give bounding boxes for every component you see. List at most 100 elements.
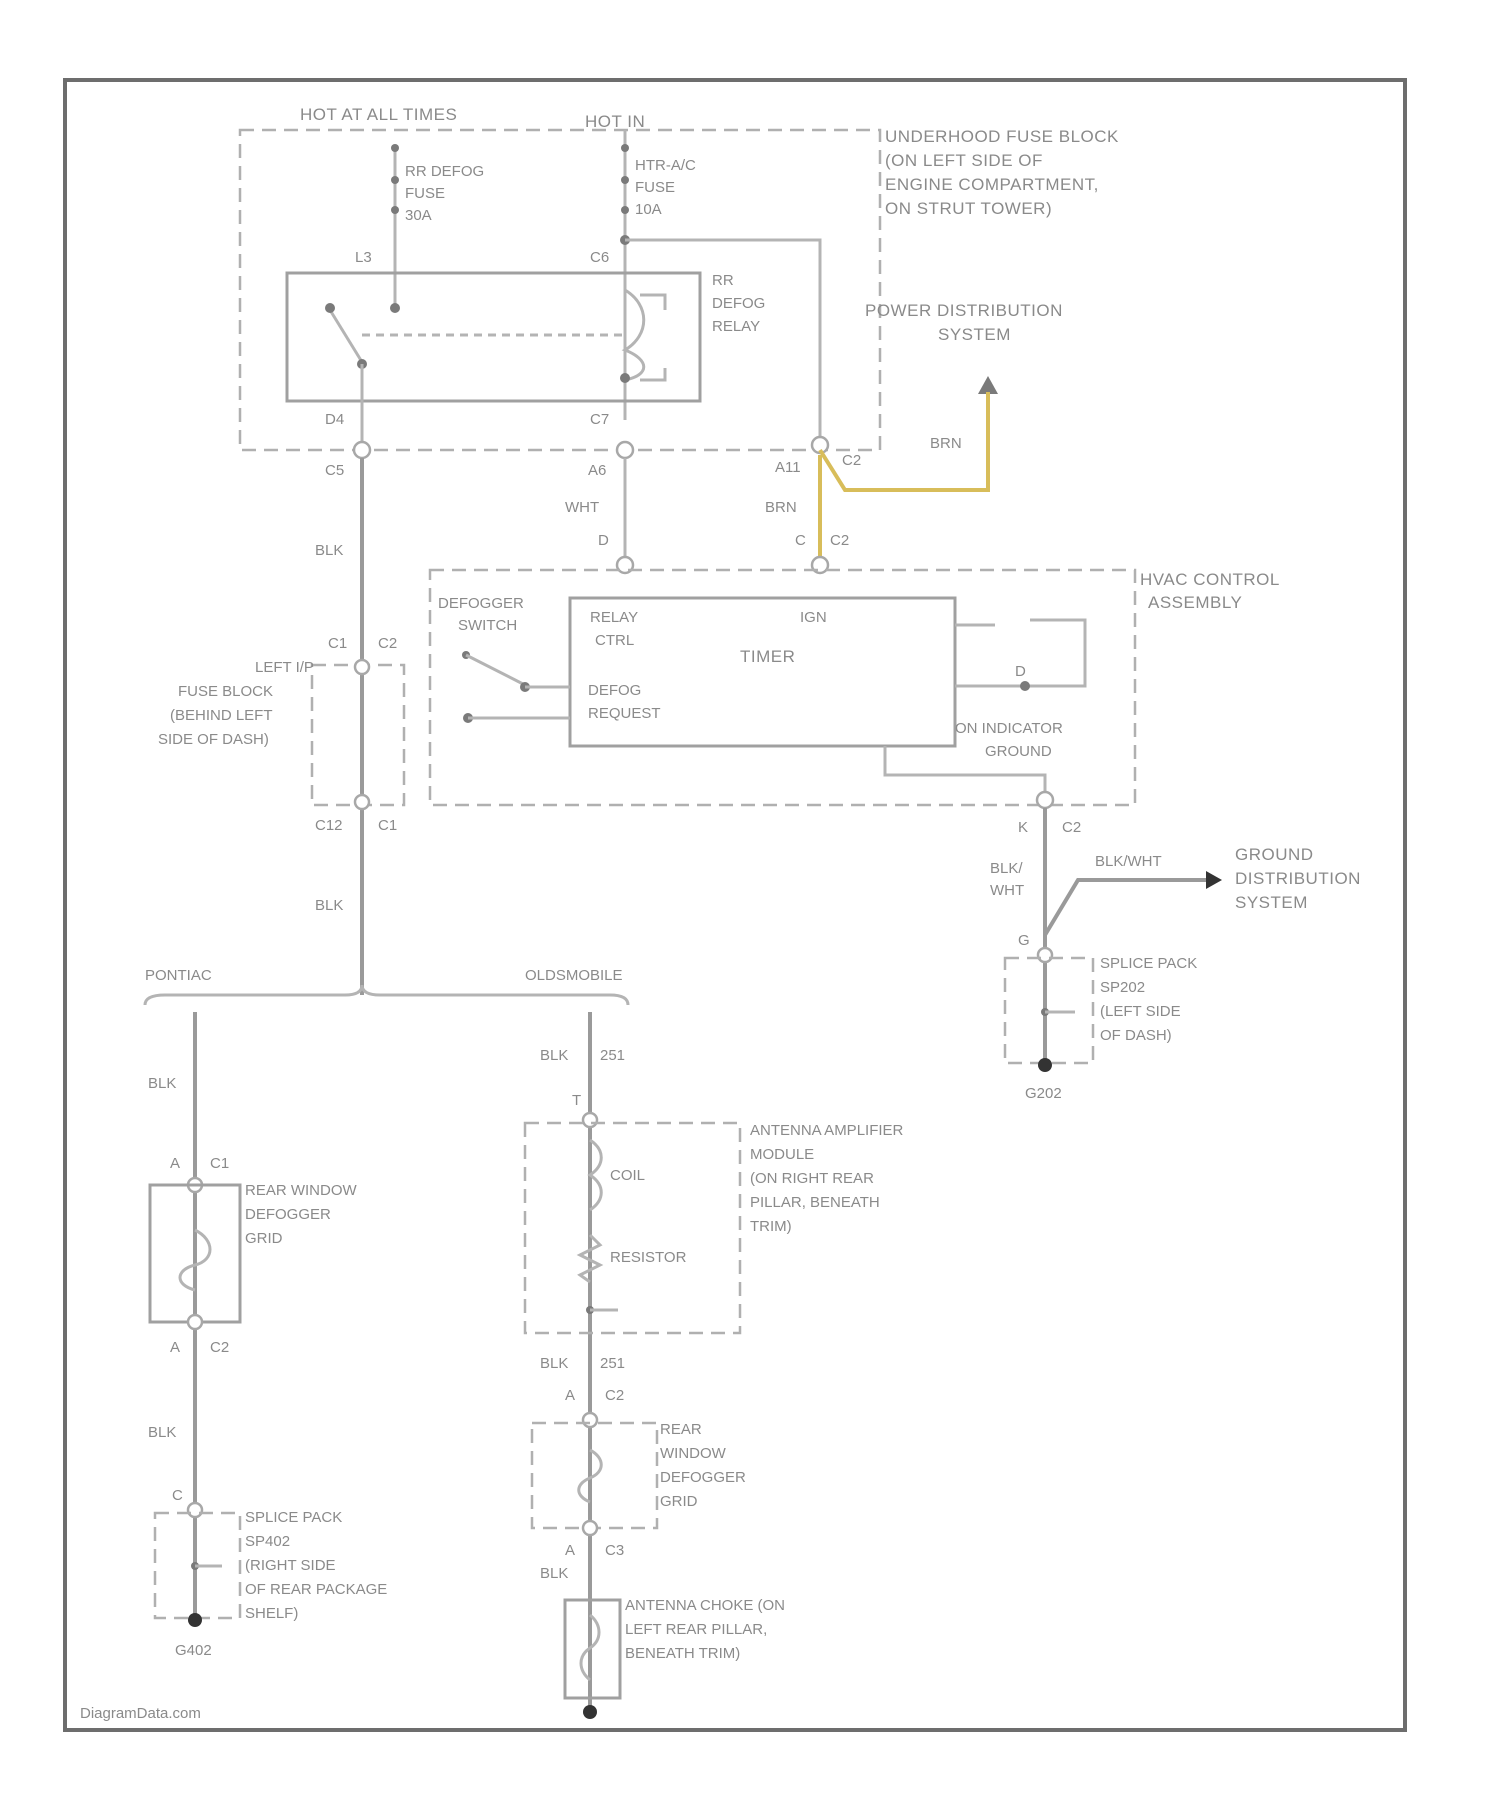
choke-label-2: LEFT REAR PILLAR, — [625, 1621, 767, 1638]
pin-a-o2: A — [565, 1542, 575, 1559]
power-distribution-arrow-icon — [978, 376, 998, 394]
pin-c1-p: C1 — [210, 1155, 229, 1172]
splice-sp402-label-5: SHELF) — [245, 1605, 298, 1622]
wire-color-brn-1: BRN — [930, 435, 962, 452]
pin-k: K — [1018, 819, 1028, 836]
defogger-switch-label-2: SWITCH — [458, 617, 517, 634]
pin-c-brn: C — [795, 532, 806, 549]
htr-ac-fuse-label-3: 10A — [635, 201, 662, 218]
pin-a6: A6 — [588, 462, 606, 479]
g202-label: G202 — [1025, 1085, 1062, 1102]
left-ip-label-2: FUSE BLOCK — [178, 683, 273, 700]
pin-c2-o: C2 — [605, 1387, 624, 1404]
splice-sp202-label-3: (LEFT SIDE — [1100, 1003, 1181, 1020]
pin-c2-p: C2 — [210, 1339, 229, 1356]
pin-t: T — [572, 1092, 581, 1109]
wire-number-251-2: 251 — [600, 1355, 625, 1372]
hot-at-all-times-label: HOT AT ALL TIMES — [300, 105, 457, 124]
splice-sp402-label-4: OF REAR PACKAGE — [245, 1581, 387, 1598]
g402-ground-icon — [188, 1613, 202, 1627]
pin-c2-hvac: C2 — [1062, 819, 1081, 836]
wire-color-blk-o2: BLK — [540, 1355, 568, 1372]
power-distribution-label-1: POWER DISTRIBUTION — [865, 301, 1063, 320]
hot-in-run-label: HOT IN — [585, 112, 645, 131]
wire-color-blk-p1: BLK — [148, 1075, 176, 1092]
rr-defog-fuse-label-2: FUSE — [405, 185, 445, 202]
rear-grid-o-label-4: GRID — [660, 1493, 698, 1510]
antenna-amp-label-1: ANTENNA AMPLIFIER — [750, 1122, 904, 1139]
hvac-label-1: HVAC CONTROL — [1140, 570, 1280, 589]
antenna-amplifier-module-outline — [525, 1123, 740, 1333]
antenna-amp-label-3: (ON RIGHT REAR — [750, 1170, 874, 1187]
rear-grid-p-label-3: GRID — [245, 1230, 283, 1247]
g202-ground-icon — [1038, 1058, 1052, 1072]
defogger-switch-label-1: DEFOGGER — [438, 595, 524, 612]
wire-color-blk-2: BLK — [315, 897, 343, 914]
wire-number-251-1: 251 — [600, 1047, 625, 1064]
left-ip-label-3: (BEHIND LEFT — [170, 707, 273, 724]
g402-label: G402 — [175, 1642, 212, 1659]
underhood-label-4: ON STRUT TOWER) — [885, 199, 1052, 218]
left-ip-label-1: LEFT I/P — [255, 659, 314, 676]
ground-distribution-label-1: GROUND — [1235, 845, 1314, 864]
wire-color-brn-2: BRN — [765, 499, 797, 516]
pin-c2-top: C2 — [842, 452, 861, 469]
wire-color-blk-wht-3: BLK/WHT — [1095, 853, 1162, 870]
antenna-amp-label-4: PILLAR, BENEATH — [750, 1194, 880, 1211]
underhood-label-2: (ON LEFT SIDE OF — [885, 151, 1043, 170]
on-indicator-label-1: ON INDICATOR — [955, 720, 1063, 737]
pin-c-p: C — [172, 1487, 183, 1504]
ground-distribution-arrow-icon — [1206, 871, 1222, 889]
splice-sp402-label-3: (RIGHT SIDE — [245, 1557, 336, 1574]
antenna-amp-label-5: TRIM) — [750, 1218, 792, 1235]
wire-color-blk-wht-1: BLK/ — [990, 860, 1023, 877]
pin-d-wht: D — [598, 532, 609, 549]
htr-ac-fuse-label-1: HTR-A/C — [635, 157, 696, 174]
antenna-choke-ground-icon — [583, 1705, 597, 1719]
pin-c12: C12 — [315, 817, 343, 834]
relay-label-2: DEFOG — [712, 295, 765, 312]
rear-grid-o-label-1: REAR — [660, 1421, 702, 1438]
relay-ctrl-label-1: RELAY — [590, 609, 638, 626]
rr-defog-fuse-label-3: 30A — [405, 207, 432, 224]
ground-distribution-label-2: DISTRIBUTION — [1235, 869, 1361, 888]
wire-color-blk-1: BLK — [315, 542, 343, 559]
underhood-label-3: ENGINE COMPARTMENT, — [885, 175, 1099, 194]
ign-label: IGN — [800, 609, 827, 626]
relay-label-1: RR — [712, 272, 734, 289]
oldsmobile-label: OLDSMOBILE — [525, 967, 623, 984]
left-ip-fuse-block-outline — [312, 665, 404, 805]
pin-g-splice: G — [1018, 932, 1030, 949]
choke-label-1: ANTENNA CHOKE (ON — [625, 1597, 785, 1614]
hvac-label-2: ASSEMBLY — [1148, 593, 1242, 612]
pin-l3: L3 — [355, 249, 372, 266]
pin-ign-d: D — [1015, 663, 1026, 680]
timer-label: TIMER — [740, 647, 795, 666]
antenna-choke — [565, 1600, 620, 1698]
pin-c5: C5 — [325, 462, 344, 479]
choke-label-3: BENEATH TRIM) — [625, 1645, 740, 1662]
defog-request-label-2: REQUEST — [588, 705, 661, 722]
wire-color-blk-wht-2: WHT — [990, 882, 1024, 899]
pin-a-p2: A — [170, 1339, 180, 1356]
rear-grid-o-label-3: DEFOGGER — [660, 1469, 746, 1486]
pin-c1-ip: C1 — [378, 817, 397, 834]
rear-grid-o-label-2: WINDOW — [660, 1445, 727, 1462]
antenna-amp-label-2: MODULE — [750, 1146, 814, 1163]
defog-request-label-1: DEFOG — [588, 682, 641, 699]
power-distribution-label-2: SYSTEM — [938, 325, 1011, 344]
pin-d4: D4 — [325, 411, 344, 428]
htr-ac-fuse-label-2: FUSE — [635, 179, 675, 196]
pin-a11: A11 — [775, 459, 801, 476]
rear-grid-p-label-2: DEFOGGER — [245, 1206, 331, 1223]
ground-distribution-label-3: SYSTEM — [1235, 893, 1308, 912]
pin-a-o1: A — [565, 1387, 575, 1404]
pin-c3-o: C3 — [605, 1542, 624, 1559]
rr-defog-fuse-label-1: RR DEFOG — [405, 163, 484, 180]
pontiac-label: PONTIAC — [145, 967, 212, 984]
pin-c2-ip: C2 — [378, 635, 397, 652]
relay-ctrl-label-2: CTRL — [595, 632, 634, 649]
rear-grid-p-label-1: REAR WINDOW — [245, 1182, 358, 1199]
wire-color-wht: WHT — [565, 499, 599, 516]
